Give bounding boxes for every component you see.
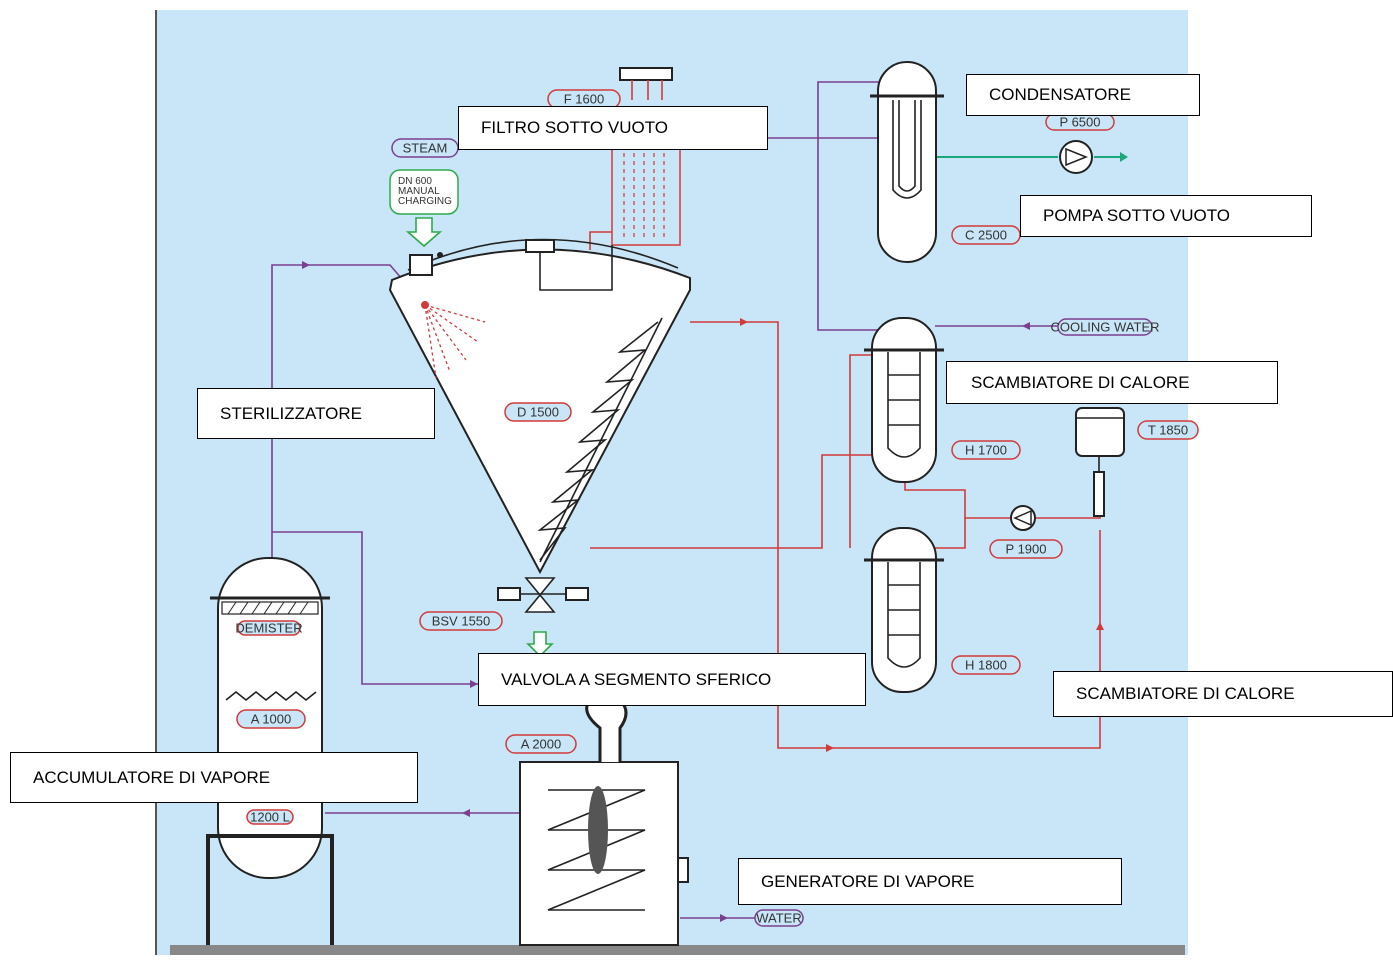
filter-jacket-line xyxy=(589,231,612,250)
floor-line xyxy=(170,945,1185,955)
tag-v1200: 1200 L xyxy=(250,810,290,825)
dryer-nozzle-dot xyxy=(437,252,443,258)
tag-steam: STEAM xyxy=(403,141,448,156)
filter-neck xyxy=(539,245,613,291)
valve-actuator-right xyxy=(565,587,589,601)
tag-a2000-pill xyxy=(505,734,577,754)
tag-h1800-pill xyxy=(951,655,1021,675)
tag-demister-pill xyxy=(237,620,301,636)
tag-a1000: A 1000 xyxy=(251,712,292,727)
tag-p1900-pill xyxy=(989,539,1063,559)
callout-condensatore: CONDENSATORE xyxy=(966,74,1200,116)
arrow-1 xyxy=(302,261,310,269)
tag-h1700: H 1700 xyxy=(965,443,1007,458)
condenser-tube xyxy=(892,100,922,199)
tag-dn600-line: MANUAL xyxy=(398,186,440,197)
callout-accumulatore: ACCUMULATORE DI VAPORE xyxy=(10,752,418,803)
callout-filtro: FILTRO SOTTO VUOTO xyxy=(458,106,768,150)
tag-water-pill xyxy=(754,909,804,927)
tag-p1900: P 1900 xyxy=(1006,542,1047,557)
tag-dn600-line: DN 600 xyxy=(398,176,432,187)
valve-actuator-left xyxy=(497,587,521,601)
tag-t1850: T 1850 xyxy=(1148,423,1188,438)
dryer-screw xyxy=(537,321,659,561)
tag-h1800: H 1800 xyxy=(965,658,1007,673)
condenser-tube-inner xyxy=(898,100,916,192)
water-level xyxy=(225,690,317,702)
condenser-body xyxy=(877,61,937,263)
hot-loop-dryer xyxy=(590,454,872,549)
tag-dn600-box xyxy=(389,169,459,215)
accumulator-legs xyxy=(206,834,334,945)
tag-p6500: P 6500 xyxy=(1060,115,1101,130)
callout-valvola: VALVOLA A SEGMENTO SFERICO xyxy=(478,653,866,706)
vacuum-line xyxy=(768,81,880,331)
tag-t1850-pill xyxy=(1137,420,1199,440)
ball-valve xyxy=(524,577,556,597)
dryer-charging-nozzle xyxy=(409,254,433,276)
tag-demister: DEMISTER xyxy=(235,621,302,636)
dryer-screw-shaft xyxy=(539,317,663,563)
pump-triangle xyxy=(1065,147,1089,167)
callout-scambiatore-1: SCAMBIATORE DI CALORE xyxy=(946,361,1278,404)
arrow-7 xyxy=(1022,322,1030,330)
tag-bsv1550: BSV 1550 xyxy=(432,614,491,629)
tag-water: WATER xyxy=(756,911,802,926)
arrow-2 xyxy=(470,680,478,688)
filter-top-plate xyxy=(619,67,673,81)
tank-t1850 xyxy=(1075,407,1125,457)
callout-pompa: POMPA SOTTO VUOTO xyxy=(1020,195,1312,237)
dryer-top-nozzle xyxy=(525,239,555,253)
filter-body xyxy=(611,139,681,246)
arrow-4 xyxy=(740,318,748,326)
cooling-arrow xyxy=(1120,152,1128,162)
tag-a2000: A 2000 xyxy=(521,737,562,752)
tank-sight-glass xyxy=(1093,471,1105,517)
tag-cooling-water-pill xyxy=(1057,318,1153,336)
callout-generatore: GENERATORE DI VAPORE xyxy=(738,858,1122,905)
spray-pattern xyxy=(424,304,486,379)
demister-hatch xyxy=(227,601,309,615)
tag-d1500-pill xyxy=(504,402,572,422)
h1700-coil xyxy=(887,352,921,458)
ball-valve-lower xyxy=(524,593,556,613)
arrow-5 xyxy=(826,744,834,752)
arrow-8 xyxy=(720,914,728,922)
callout-sterilizzatore: STERILIZZATORE xyxy=(197,388,435,439)
callout-scambiatore-2: SCAMBIATORE DI CALORE xyxy=(1053,671,1393,717)
h1800-coil xyxy=(887,562,921,668)
pump-triangle-2 xyxy=(1013,509,1032,527)
tag-bsv1550-pill xyxy=(419,611,503,631)
arrow-6 xyxy=(1096,622,1104,630)
tag-a1000-pill xyxy=(236,709,306,729)
tag-f1600: F 1600 xyxy=(564,92,604,107)
tag-d1500: D 1500 xyxy=(517,405,559,420)
tag-v1200-pill xyxy=(246,809,294,825)
tag-cooling-water: COOLING WATER xyxy=(1050,320,1159,335)
discharge-arrow-icon xyxy=(526,631,554,658)
hot-loop-h1700 xyxy=(904,480,1010,519)
charging-arrow-icon xyxy=(405,217,443,248)
burner-flame xyxy=(588,786,608,874)
hot-loop-h1800 xyxy=(849,354,966,549)
generator-port xyxy=(677,857,689,883)
tag-dn600-line: CHARGING xyxy=(398,196,452,207)
tag-c2500: C 2500 xyxy=(965,228,1007,243)
steam-line-valve xyxy=(272,531,478,685)
tag-h1700-pill xyxy=(951,440,1021,460)
arrow-3 xyxy=(462,809,470,817)
